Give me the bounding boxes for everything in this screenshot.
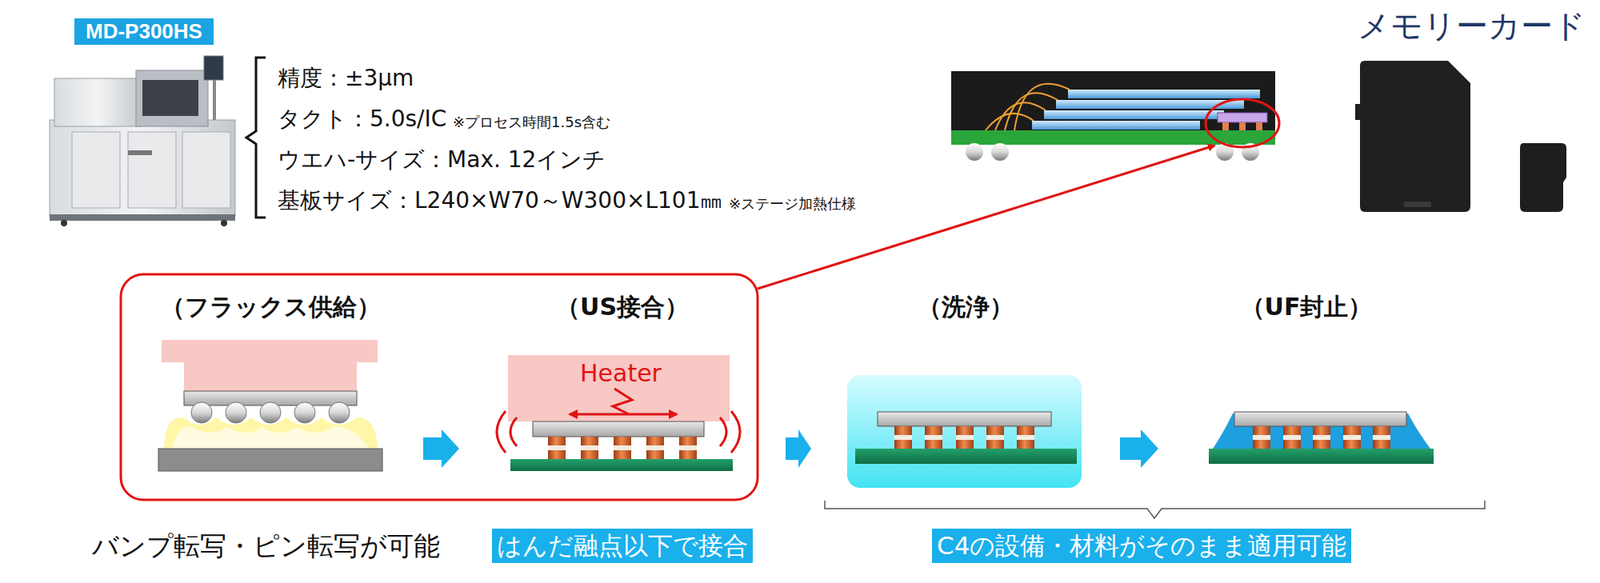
callout-arrow (757, 145, 1215, 289)
note-text: バンプ転写・ピン転写が可能 (92, 529, 440, 563)
spec-line: 基板サイズ：L240×W70～W300×L101㎜ (277, 186, 723, 215)
product-label: メモリーカード (1357, 5, 1586, 46)
heater-label: Heater (580, 358, 662, 389)
step-heading: （洗浄） (811, 292, 1120, 322)
bracket (246, 57, 266, 218)
spec-line: タクト：5.0s/IC (277, 104, 447, 133)
flow-arrow (785, 429, 812, 468)
box-text: はんだ融点以下で接合 (496, 531, 748, 560)
box-text: C4の設備・材料がそのまま適用可能 (936, 531, 1347, 560)
spec-line: 精度：±3μm (277, 64, 414, 92)
highlight-box: C4の設備・材料がそのまま適用可能 (932, 528, 1352, 564)
flow-arrow (423, 429, 460, 468)
spec-line: ウエハ-サイズ：Max. 12インチ (277, 145, 606, 174)
spec-note: ※プロセス時間1.5s含む (452, 112, 611, 132)
spec-note: ※ステージ加熱仕様 (728, 194, 856, 213)
bracket (824, 500, 1485, 519)
process-step: （フラックス供給） (117, 292, 424, 477)
cleaning-figure (847, 375, 1082, 488)
flux-step-figure (158, 340, 383, 472)
memory-card (1355, 60, 1567, 212)
flow-arrow (1120, 429, 1159, 468)
process-step: （洗浄） (811, 292, 1120, 477)
step-heading: （UF封止） (1158, 292, 1455, 322)
machine-photo (49, 56, 236, 227)
highlight-box: はんだ融点以下で接合 (492, 528, 753, 564)
model-tag: MD-P300HS (74, 18, 214, 45)
us-bond-figure (496, 355, 740, 472)
package-section (951, 71, 1280, 161)
step-heading: （US接合） (459, 292, 786, 322)
step-heading: （フラックス供給） (117, 292, 424, 322)
box-text: MD-P300HS (85, 19, 203, 44)
process-step: （UF封止） (1158, 292, 1455, 477)
underfill-figure (1208, 412, 1434, 464)
